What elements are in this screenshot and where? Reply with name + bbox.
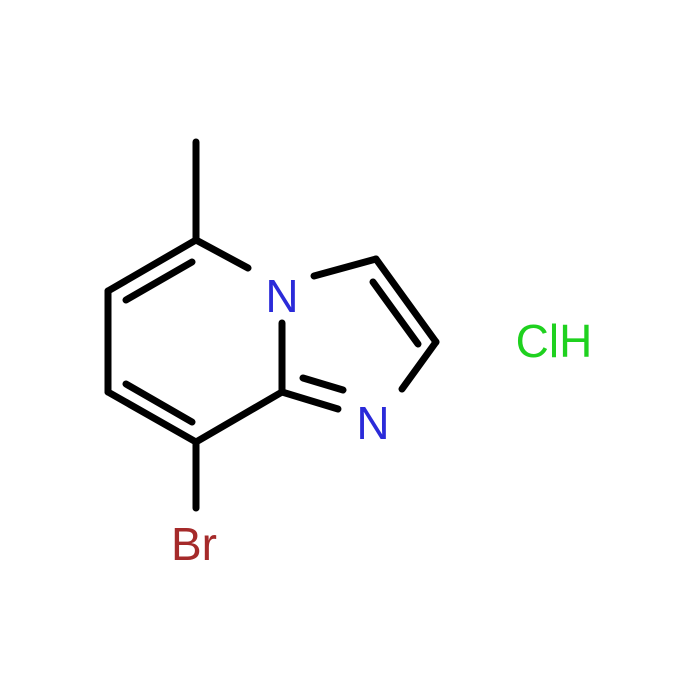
c8a-n1-inner-bond <box>299 374 347 394</box>
c3-c2-bond <box>372 255 440 346</box>
c6-c5-bond <box>104 236 200 295</box>
nitrogen-imidazole-label: N <box>356 397 389 449</box>
nitrogen-bridgehead-label: N <box>265 270 298 322</box>
c3-c2-inner-bond <box>369 278 422 348</box>
c5-n4-bond <box>192 236 252 272</box>
c6-c5-inner-bond <box>122 258 196 304</box>
c8a-n1-bond <box>278 388 342 413</box>
c2-n1-bond <box>398 338 440 393</box>
hydrogen-chloride-label: ClH <box>516 315 593 367</box>
atom-labels: N N Br ClH <box>171 270 592 570</box>
c8-c7-inner-bond <box>122 380 196 426</box>
c8a-c8-bond <box>192 388 286 446</box>
bonds <box>104 138 440 512</box>
n4-c3-bond <box>310 255 380 280</box>
c8-c7-bond <box>104 388 200 446</box>
bromine-label: Br <box>171 518 217 570</box>
